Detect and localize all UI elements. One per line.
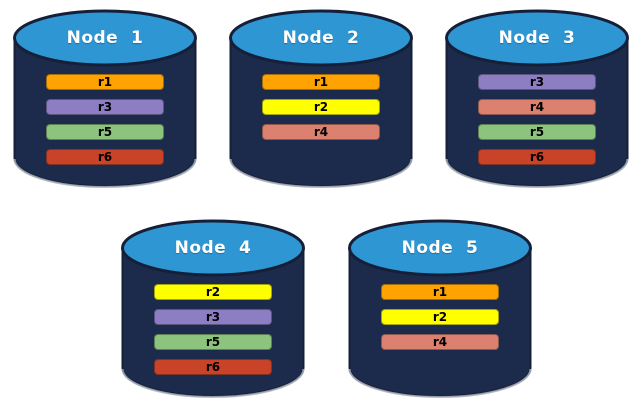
replica-bar-r1: r1 xyxy=(262,74,380,90)
replica-bar-r6: r6 xyxy=(478,149,596,165)
replica-bar-r2: r2 xyxy=(154,284,272,300)
replica-bar-r5: r5 xyxy=(478,124,596,140)
node-cylinder-2: Node 2 r1 r2 r4 xyxy=(228,8,414,189)
node-title: Node 1 xyxy=(66,28,144,48)
replica-bar-r3: r3 xyxy=(46,99,164,115)
replica-bar-r1: r1 xyxy=(381,284,499,300)
replica-bar-r2: r2 xyxy=(381,309,499,325)
replica-list: r3 r4 r5 r6 xyxy=(444,74,630,174)
replica-bar-r4: r4 xyxy=(478,99,596,115)
replica-bar-r4: r4 xyxy=(262,124,380,140)
node-row-bottom: Node 4 r2 r3 r5 r6 Node 5 r1 r2 r4 xyxy=(120,218,533,399)
replica-bar-r2: r2 xyxy=(262,99,380,115)
replica-list: r1 r2 r4 xyxy=(347,284,533,359)
replica-bar-r6: r6 xyxy=(154,359,272,375)
replica-list: r1 r2 r4 xyxy=(228,74,414,149)
node-title: Node 5 xyxy=(401,238,479,258)
replica-list: r1 r3 r5 r6 xyxy=(12,74,198,174)
node-cylinder-1: Node 1 r1 r3 r5 r6 xyxy=(12,8,198,189)
node-title: Node 2 xyxy=(282,28,360,48)
node-title: Node 3 xyxy=(498,28,576,48)
replica-bar-r4: r4 xyxy=(381,334,499,350)
replica-bar-r3: r3 xyxy=(154,309,272,325)
replica-bar-r5: r5 xyxy=(46,124,164,140)
node-cylinder-4: Node 4 r2 r3 r5 r6 xyxy=(120,218,306,399)
replica-bar-r3: r3 xyxy=(478,74,596,90)
replica-list: r2 r3 r5 r6 xyxy=(120,284,306,384)
node-title: Node 4 xyxy=(174,238,252,258)
node-cylinder-5: Node 5 r1 r2 r4 xyxy=(347,218,533,399)
node-cylinder-3: Node 3 r3 r4 r5 r6 xyxy=(444,8,630,189)
replica-bar-r6: r6 xyxy=(46,149,164,165)
replica-bar-r1: r1 xyxy=(46,74,164,90)
replica-bar-r5: r5 xyxy=(154,334,272,350)
